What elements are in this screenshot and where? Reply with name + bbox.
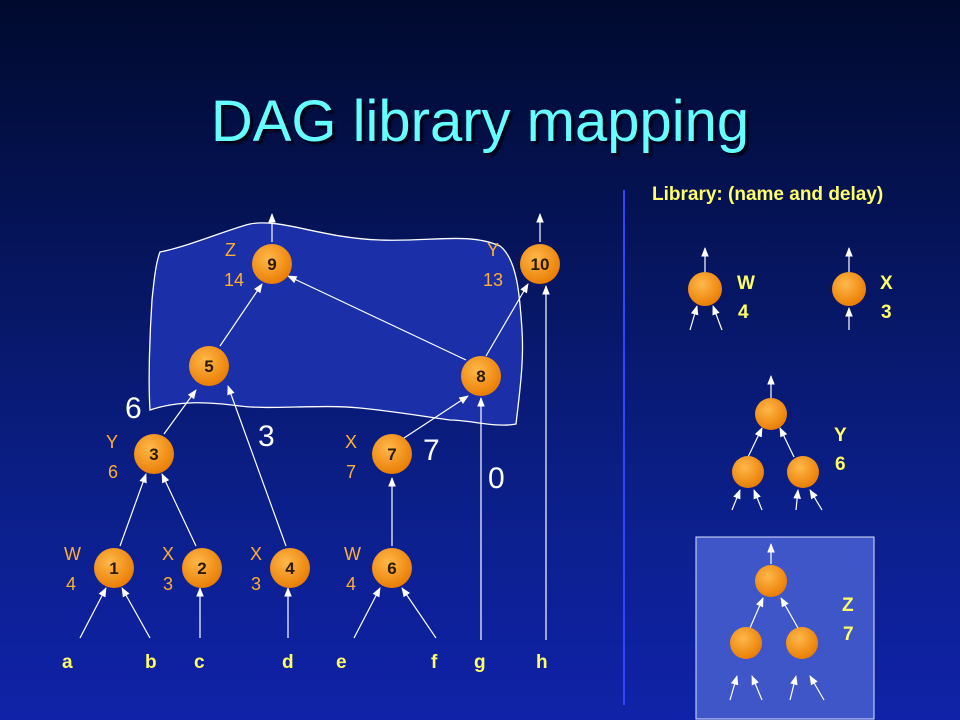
node-3-label: 3 bbox=[149, 445, 158, 464]
gate-label-delay: 6 bbox=[108, 462, 118, 482]
gate-label-name: Y bbox=[106, 432, 118, 452]
input-label: f bbox=[431, 652, 438, 673]
arrival-time-label: 7 bbox=[423, 434, 440, 467]
library-gate-delay: 7 bbox=[843, 624, 854, 645]
library-gate-delay: 3 bbox=[881, 302, 892, 323]
gate-label-name: X bbox=[345, 432, 357, 452]
gate-label-delay: 13 bbox=[483, 270, 503, 290]
node-3: 3 bbox=[134, 434, 174, 474]
node-2-label: 2 bbox=[197, 559, 206, 578]
library-header: Library: (name and delay) bbox=[652, 184, 884, 205]
library-gate-name: W bbox=[737, 273, 755, 294]
node-9: 9 bbox=[252, 244, 292, 284]
library-z-box bbox=[695, 536, 875, 720]
library-gate-z: Z 7 bbox=[729, 543, 854, 701]
gate-label-delay: 7 bbox=[346, 462, 356, 482]
node-4-label: 4 bbox=[285, 559, 295, 578]
input-label: a bbox=[62, 652, 73, 673]
gate-labels: Z 14 Y 13 Y 6 X 7 W 4 X 3 X 3 W 4 bbox=[64, 240, 503, 594]
node-9-label: 9 bbox=[267, 255, 276, 274]
gate-label-name: W bbox=[64, 544, 81, 564]
arrival-time-label: 6 bbox=[125, 392, 142, 425]
input-label: h bbox=[536, 652, 548, 673]
library-gate-w: W 4 bbox=[688, 247, 755, 331]
gate-label-delay: 3 bbox=[251, 574, 261, 594]
node-6: 6 bbox=[372, 548, 412, 588]
arrival-time-label: 0 bbox=[488, 462, 505, 495]
gate-label-name: X bbox=[250, 544, 262, 564]
node-8: 8 bbox=[461, 356, 501, 396]
library-gate-name: Y bbox=[834, 425, 847, 446]
input-label: b bbox=[145, 652, 157, 673]
library-gate-delay: 4 bbox=[738, 302, 749, 323]
gate-label-delay: 4 bbox=[66, 574, 76, 594]
node-10: 10 bbox=[520, 244, 560, 284]
node-10-label: 10 bbox=[531, 255, 550, 274]
input-label: g bbox=[474, 652, 486, 673]
mapped-region bbox=[148, 222, 524, 426]
node-1: 1 bbox=[94, 548, 134, 588]
library-gate-x: X 3 bbox=[832, 247, 893, 330]
library-gate-name: Z bbox=[842, 595, 854, 616]
gate-label-delay: 4 bbox=[346, 574, 356, 594]
node-1-label: 1 bbox=[109, 559, 118, 578]
dag-nodes: 1 2 3 4 5 6 7 8 bbox=[94, 244, 560, 588]
arrival-times: 6 3 7 0 bbox=[125, 392, 505, 495]
node-2: 2 bbox=[182, 548, 222, 588]
node-8-label: 8 bbox=[476, 367, 485, 386]
gate-label-delay: 14 bbox=[224, 270, 244, 290]
library-gate-y: Y 6 bbox=[731, 375, 847, 511]
arrival-time-label: 3 bbox=[258, 420, 275, 453]
node-7-label: 7 bbox=[387, 445, 396, 464]
gate-label-delay: 3 bbox=[163, 574, 173, 594]
gate-label-name: Y bbox=[487, 240, 499, 260]
node-7: 7 bbox=[372, 434, 412, 474]
library-gate-name: X bbox=[880, 273, 893, 294]
node-5: 5 bbox=[189, 346, 229, 386]
node-5-label: 5 bbox=[204, 357, 213, 376]
primary-inputs: a b c d e f g h bbox=[62, 652, 548, 673]
gate-label-name: Z bbox=[225, 240, 236, 260]
slide-title: DAG library mapping bbox=[210, 89, 750, 154]
input-label: d bbox=[282, 652, 294, 673]
input-label: c bbox=[194, 652, 205, 673]
gate-label-name: W bbox=[344, 544, 361, 564]
gate-label-name: X bbox=[162, 544, 174, 564]
node-6-label: 6 bbox=[387, 559, 396, 578]
input-label: e bbox=[336, 652, 347, 673]
library-gate-delay: 6 bbox=[835, 454, 846, 475]
dag-edges bbox=[79, 213, 550, 640]
node-4: 4 bbox=[270, 548, 310, 588]
